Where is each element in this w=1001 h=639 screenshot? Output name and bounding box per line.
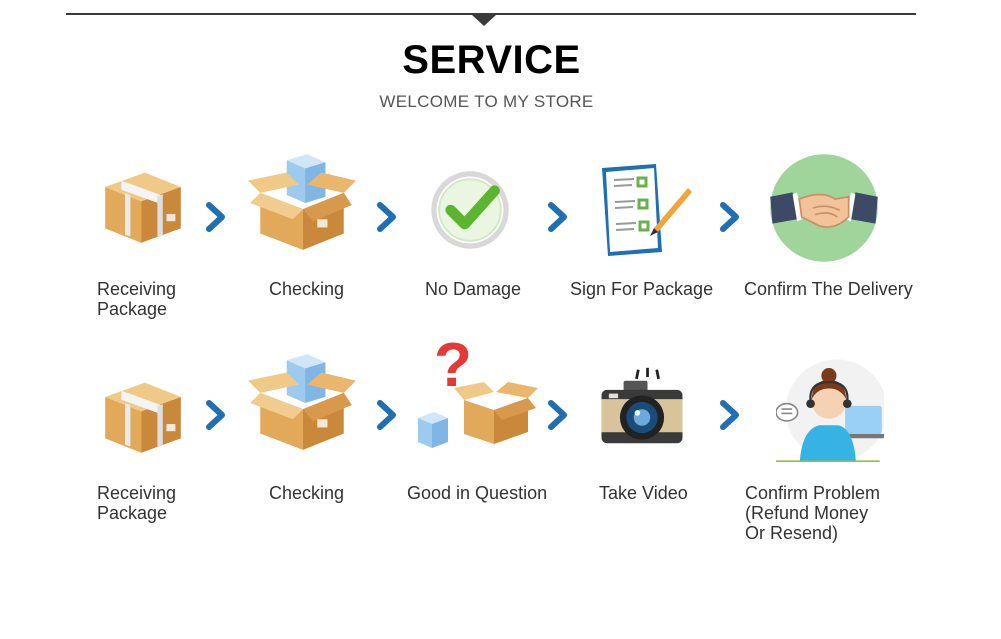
chevron-right-icon [717, 398, 743, 432]
chevron-right-icon [717, 200, 743, 234]
handshake-icon [768, 152, 880, 264]
chevron-right-icon [545, 398, 571, 432]
step-label-checking: Checking [269, 279, 345, 299]
open-box-cube-icon [246, 352, 358, 454]
package-box-icon [98, 370, 188, 460]
top-divider [66, 13, 916, 15]
green-check-icon [426, 166, 514, 254]
camera-icon [596, 366, 688, 458]
divider-notch [472, 15, 496, 26]
chevron-right-icon [545, 200, 571, 234]
step-label-good-in-question: Good in Question [407, 483, 548, 503]
question-box-icon [412, 336, 542, 456]
package-box-icon [98, 160, 188, 250]
step-label-confirm-delivery: Confirm The Delivery [744, 279, 913, 299]
step-label-checking: Checking [269, 483, 345, 503]
chevron-right-icon [374, 398, 400, 432]
step-label-confirm-problem: Confirm Problem (Refund Money Or Resend) [745, 483, 881, 543]
step-label-no-damage: No Damage [425, 279, 522, 299]
chevron-right-icon [203, 398, 229, 432]
step-label-receiving-package: Receiving Package [97, 483, 177, 523]
step-label-receiving-package: Receiving Package [97, 279, 177, 319]
support-agent-icon [776, 354, 884, 462]
step-label-take-video: Take Video [599, 483, 688, 503]
page-subtitle: WELCOME TO MY STORE [379, 92, 594, 111]
open-box-cube-icon [246, 152, 358, 254]
step-label-sign-for-package: Sign For Package [570, 279, 714, 299]
page-title: SERVICE [402, 38, 581, 82]
chevron-right-icon [203, 200, 229, 234]
checklist-pen-icon [594, 160, 694, 260]
chevron-right-icon [374, 200, 400, 234]
